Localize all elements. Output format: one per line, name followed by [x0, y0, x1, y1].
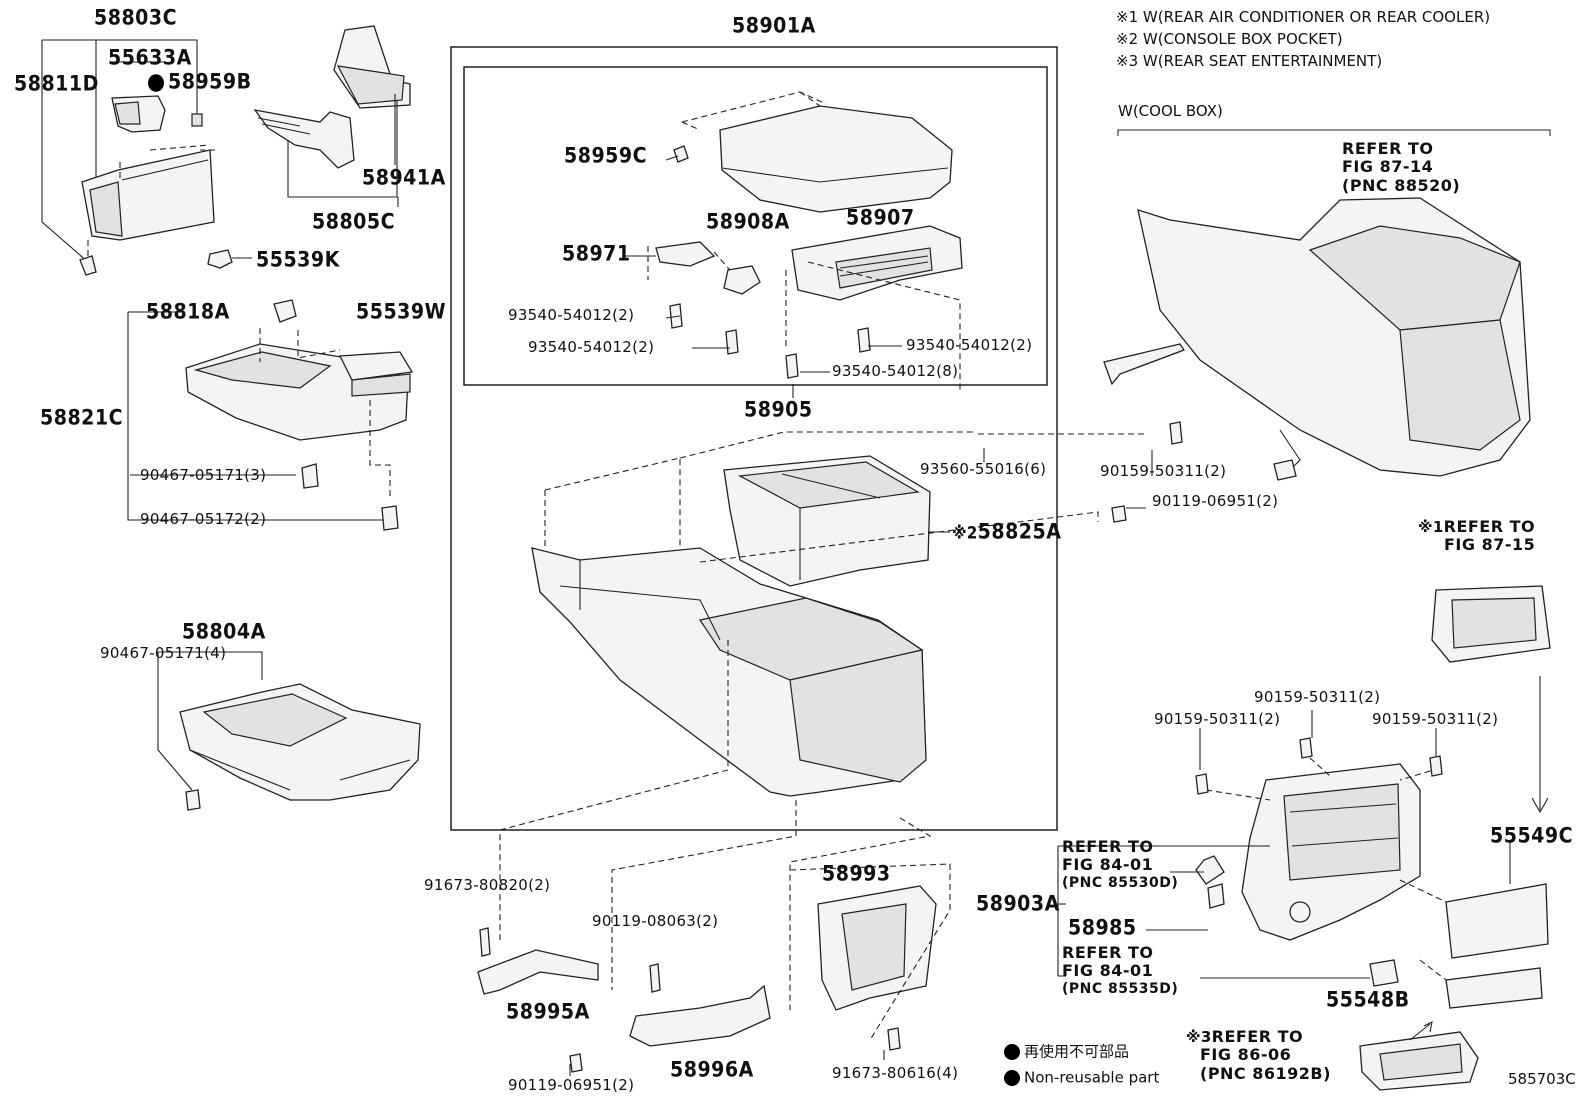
frame-58905: [463, 66, 1048, 386]
label-93560-55016-6: 93560-55016(6): [920, 460, 1047, 478]
ref-line: FIG 84-01: [1062, 855, 1154, 875]
group-leaders: [569, 155, 1511, 1076]
label-58907: 58907: [846, 205, 915, 230]
ref-fig-84-01-a: REFER TO FIG 84-01 (PNC 85530D): [1062, 837, 1179, 892]
ref-line: (PNC 85530D): [1062, 874, 1179, 891]
label-58971: 58971: [562, 241, 631, 266]
ref-fig-84-01-b: REFER TO FIG 84-01 (PNC 85535D): [1062, 943, 1179, 998]
group-rear-panel: [1057, 585, 1551, 1091]
label-58941a: 58941A: [362, 165, 446, 190]
label-90119-06951-right: 90119-06951(2): [1152, 492, 1279, 510]
label-58818a: 58818A: [146, 299, 230, 324]
label-93540-54012-8: 93540-54012(8): [832, 362, 959, 380]
ref-line: REFER TO: [1342, 139, 1434, 158]
group-console-body: [499, 431, 1099, 1010]
label-58825a: 58825A: [977, 519, 1062, 544]
group-58905: [647, 91, 963, 398]
label-58995a: 58995A: [506, 999, 590, 1024]
label-55633a: 55633A: [108, 45, 192, 70]
label-58803c: 58803C: [94, 5, 178, 31]
non-reusable-dot-icon: [1004, 1044, 1020, 1060]
non-reusable-dot-icon: [148, 73, 164, 92]
label-58804a: 58804A: [182, 619, 266, 644]
label-58959b: 58959B: [168, 69, 252, 94]
non-reusable-dot-icon: [1004, 1070, 1020, 1086]
figure-code: 585703C: [1508, 1070, 1576, 1088]
group-lower-brackets: [477, 863, 951, 1073]
group-58803c: [41, 39, 215, 276]
ref-line: FIG 87-14: [1342, 157, 1434, 177]
label-58821c: 58821C: [40, 405, 124, 430]
label-55548b: 55548B: [1326, 987, 1410, 1012]
label-90159-50311-b: 90159-50311(2): [1254, 688, 1381, 706]
ref-line: REFER TO: [1062, 943, 1154, 962]
group-58821c: [127, 249, 414, 531]
frame-58901a: [450, 46, 1058, 831]
label-90467-05171-3: 90467-05171(3): [140, 466, 267, 484]
ref-line: ※3REFER TO: [1186, 1027, 1331, 1046]
ref-text: REFER TO: [1211, 1027, 1304, 1046]
mark-2: ※2: [952, 523, 978, 543]
ref-line: (PNC 85535D): [1062, 980, 1179, 997]
label-58993: 58993: [822, 861, 891, 886]
legend-jp-row: 再使用不可部品: [1004, 1044, 1129, 1060]
label-55549c: 55549C: [1490, 823, 1574, 848]
group-58805c: [253, 25, 411, 207]
label-93540-54012-a: 93540-54012(2): [508, 306, 635, 324]
label-90119-06951-bottom: 90119-06951(2): [508, 1076, 635, 1094]
label-55539w: 55539W: [356, 299, 447, 324]
label-90159-50311-top: 90159-50311(2): [1100, 462, 1227, 480]
note-1: ※1 W(REAR AIR CONDITIONER OR REAR COOLER…: [1116, 8, 1491, 26]
legend-en-row: Non-reusable part: [1004, 1070, 1159, 1086]
ref-line: (PNC 88520): [1342, 175, 1461, 195]
label-90119-08063-2: 90119-08063(2): [592, 912, 719, 930]
label-58959c: 58959C: [564, 143, 648, 168]
note-3: ※3 W(REAR SEAT ENTERTAINMENT): [1116, 52, 1383, 70]
group-58804a: [157, 651, 421, 811]
ref-fig-86-06: ※3REFER TO FIG 86-06 (PNC 86192B): [1186, 1027, 1331, 1083]
label-55539k: 55539K: [256, 247, 340, 272]
ref-line: FIG 84-01: [1062, 961, 1154, 981]
label-58908a: 58908A: [706, 209, 790, 234]
ref-text: REFER TO: [1443, 517, 1536, 536]
legend-jp: 再使用不可部品: [1024, 1042, 1130, 1061]
ref-line: FIG 87-15: [1444, 535, 1536, 555]
mark-3: ※3: [1186, 1028, 1212, 1046]
ref-line: FIG 86-06: [1200, 1045, 1292, 1065]
label-58905: 58905: [744, 397, 813, 422]
legend-en: Non-reusable part: [1024, 1068, 1160, 1087]
ref-line: ※1REFER TO: [1418, 517, 1536, 536]
mark-1: ※1: [1418, 518, 1444, 536]
label-91673-80820-2: 91673-80820(2): [424, 876, 551, 894]
label-93540-54012-b: 93540-54012(2): [528, 338, 655, 356]
label-90159-50311-c: 90159-50311(2): [1372, 710, 1499, 728]
label-58996a: 58996A: [670, 1057, 754, 1082]
ref-fig-87-14: REFER TO FIG 87-14 (PNC 88520): [1342, 139, 1461, 195]
ref-line: (PNC 86192B): [1200, 1063, 1331, 1083]
label-91673-80616-4: 91673-80616(4): [832, 1064, 959, 1082]
label-93540-54012-c: 93540-54012(2): [906, 336, 1033, 354]
ref-line: REFER TO: [1062, 837, 1154, 856]
label-58903a: 58903A: [976, 891, 1060, 916]
group-cool-box: [974, 129, 1551, 523]
label-58825a-row: ※258825A: [952, 519, 1062, 544]
label-90467-05172-2: 90467-05172(2): [140, 510, 267, 528]
label-58805c: 58805C: [312, 209, 396, 234]
note-2: ※2 W(CONSOLE BOX POCKET): [1116, 30, 1343, 48]
label-58959b-row: 58959B: [148, 69, 252, 94]
note-cool-box: W(COOL BOX): [1118, 102, 1223, 120]
label-90159-50311-a: 90159-50311(2): [1154, 710, 1281, 728]
ref-fig-87-15: ※1REFER TO FIG 87-15: [1418, 517, 1536, 555]
label-90467-05171-4: 90467-05171(4): [100, 644, 227, 662]
label-58901a: 58901A: [732, 13, 816, 39]
label-58811d: 58811D: [14, 71, 99, 96]
label-58985: 58985: [1068, 915, 1137, 940]
